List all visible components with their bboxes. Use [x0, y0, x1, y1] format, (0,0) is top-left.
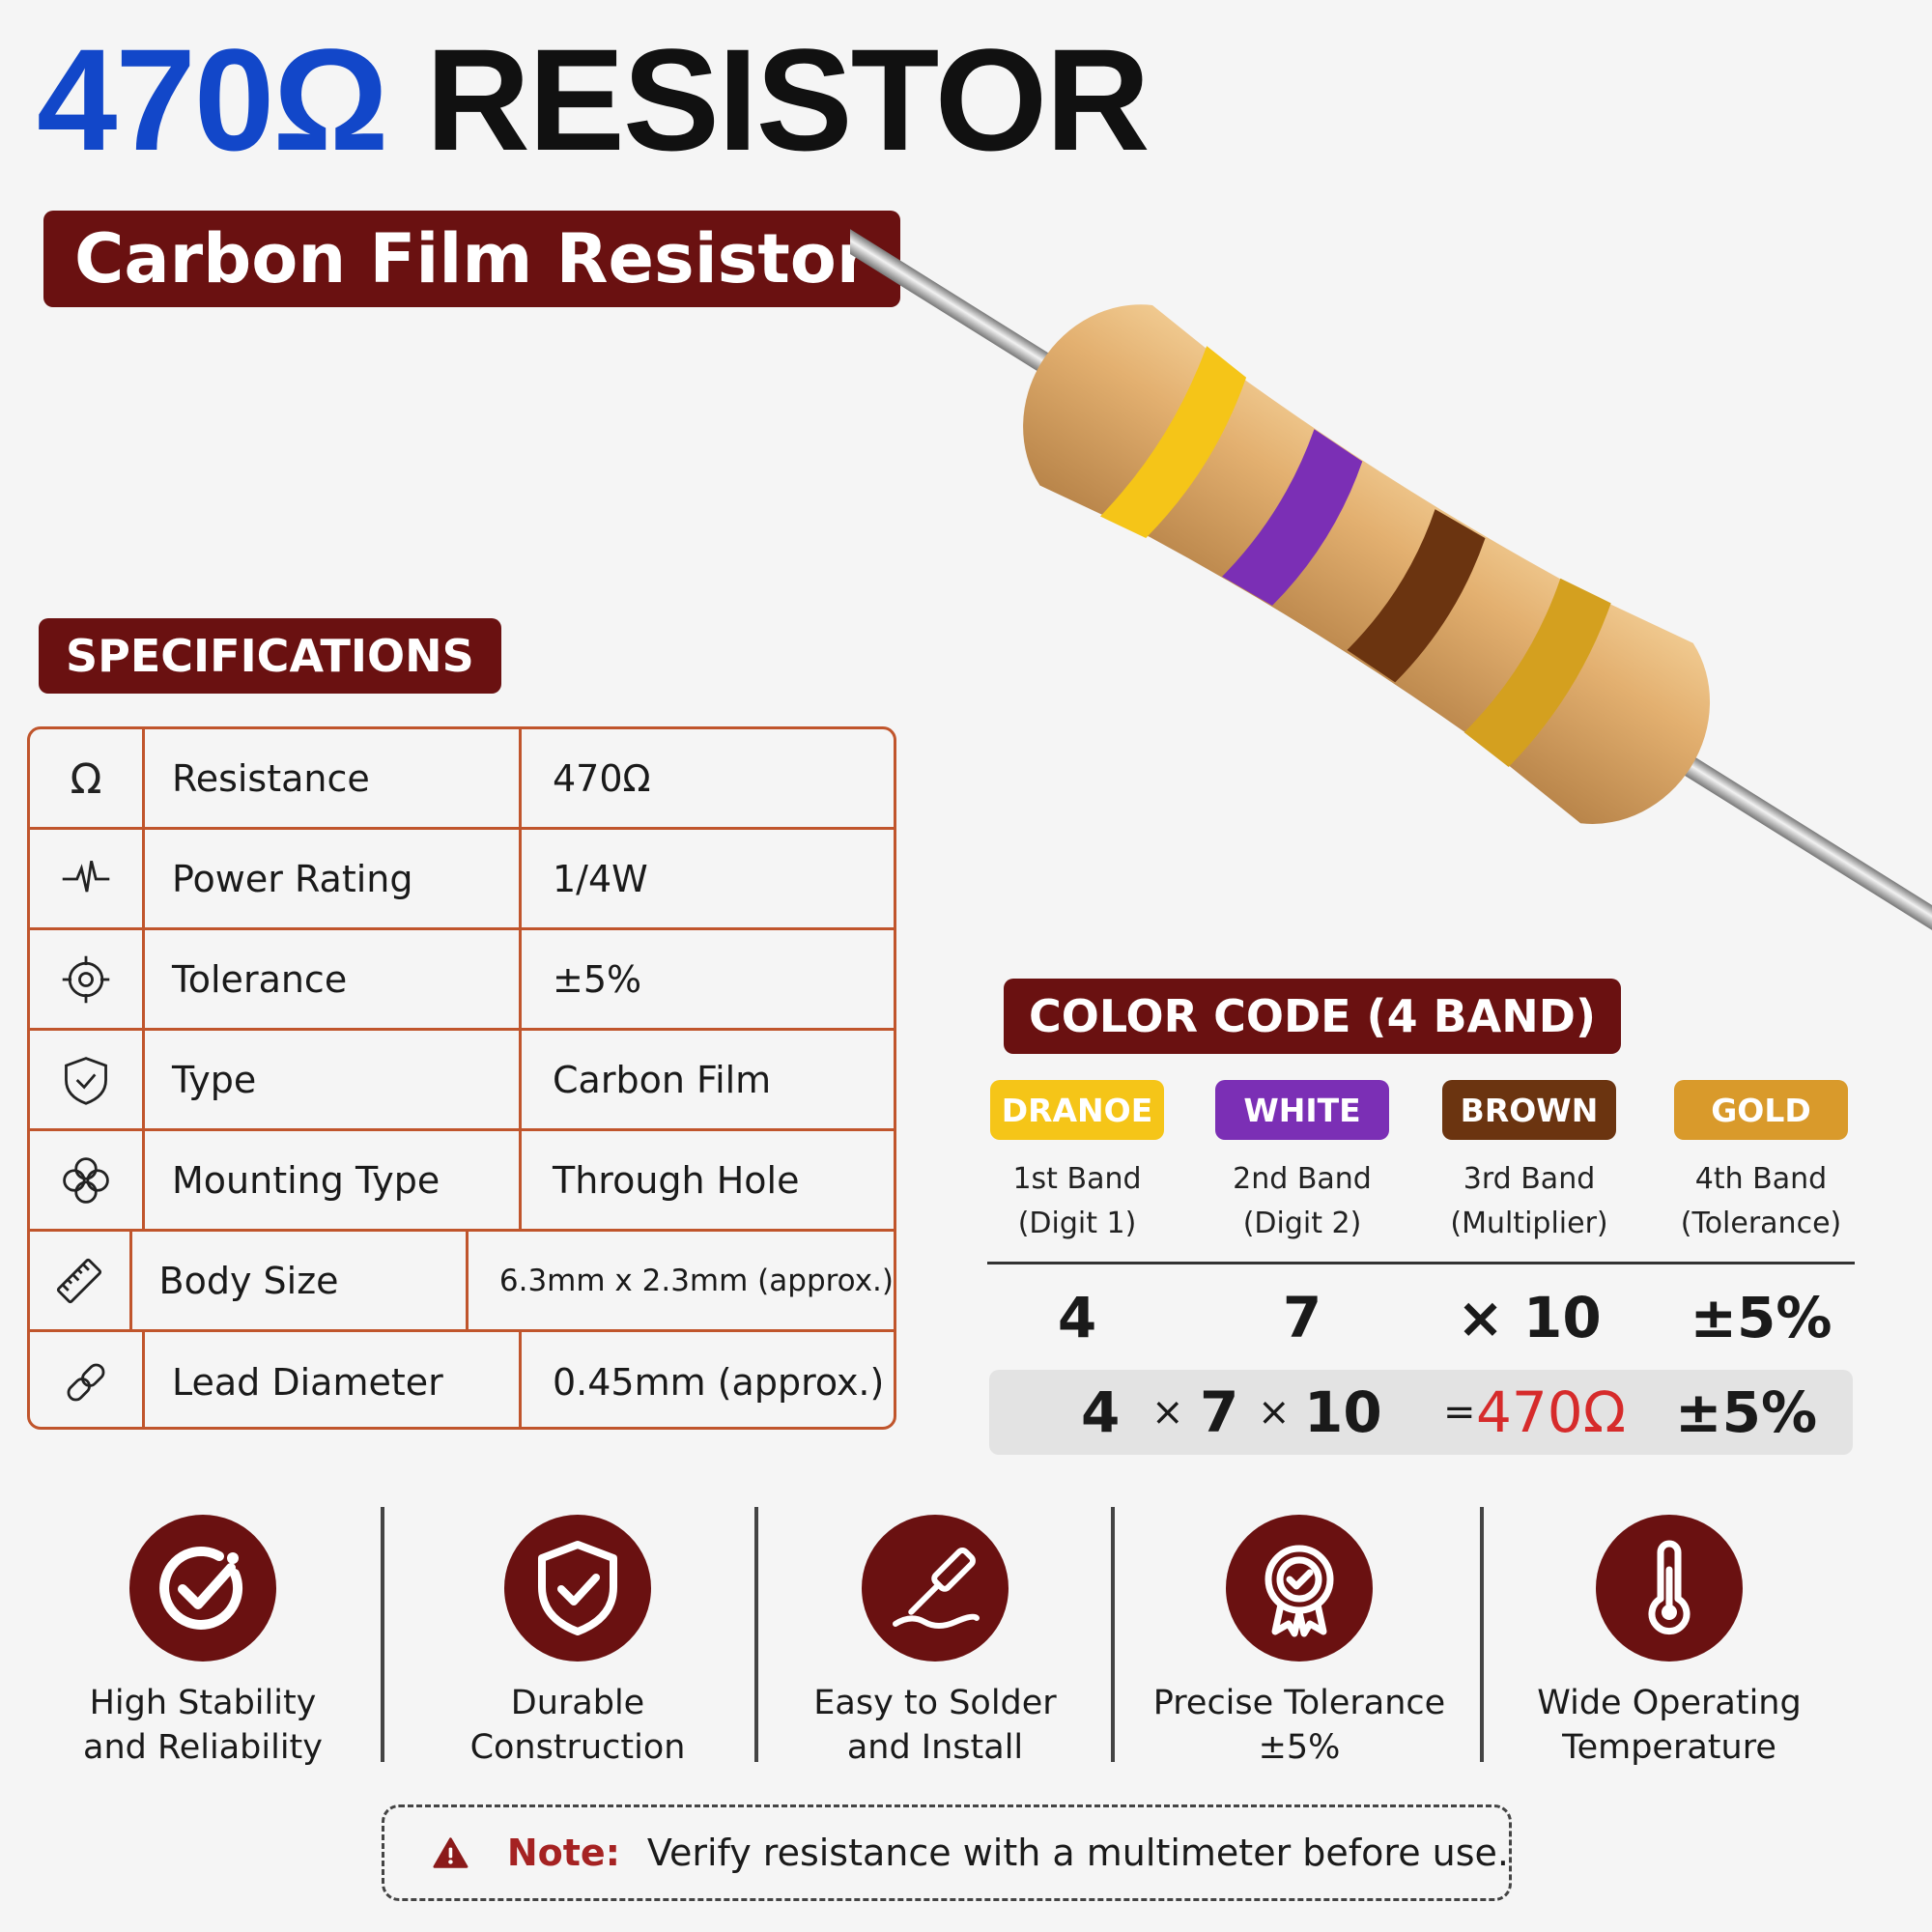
spec-label: Power Rating	[145, 830, 522, 927]
feature-line1: Easy to Solder	[813, 1684, 1057, 1722]
color-code-heading: COLOR CODE (4 BAND)	[1004, 979, 1621, 1054]
feature-high-stability: High Stability and Reliability	[43, 1515, 362, 1770]
spec-value: ±5%	[553, 957, 642, 1001]
band-chip: GOLD	[1674, 1080, 1848, 1140]
spec-row-lead-diameter: Lead Diameter 0.45mm (approx.)	[30, 1332, 894, 1427]
resistor-illustration	[850, 206, 1932, 953]
band-chip: WHITE	[1215, 1080, 1389, 1140]
rosette-check-icon	[1226, 1515, 1373, 1662]
spec-row-mounting-type: Mounting Type Through Hole	[30, 1131, 894, 1232]
calc-operator: ×	[1258, 1390, 1291, 1435]
calc-digit-1: 4	[1081, 1379, 1121, 1445]
note-label: Note:	[506, 1832, 620, 1874]
spec-label: Type	[145, 1031, 522, 1128]
band-column-3: BROWN 3rd Band (Multiplier)	[1433, 1080, 1626, 1246]
band-value: ±5%	[1690, 1285, 1833, 1350]
band-role: (Digit 1)	[1017, 1207, 1137, 1240]
band-column-1: DRANOE 1st Band (Digit 1)	[980, 1080, 1174, 1246]
feature-separator	[381, 1507, 384, 1762]
feature-line2: Construction	[469, 1728, 686, 1767]
thermometer-icon	[1596, 1515, 1743, 1662]
band-3	[1347, 509, 1486, 683]
spec-row-tolerance: Tolerance ±5%	[30, 930, 894, 1031]
band-1	[1099, 346, 1247, 538]
subtitle-badge: Carbon Film Resistor	[43, 211, 901, 307]
target-icon	[30, 930, 145, 1028]
calc-equals: =	[1443, 1390, 1476, 1435]
note-box: Note: Verify resistance with a multimete…	[382, 1804, 1512, 1901]
band-column-2: WHITE 2nd Band (Digit 2)	[1206, 1080, 1399, 1246]
shield-icon	[30, 1031, 145, 1128]
feature-line2: ±5%	[1258, 1728, 1341, 1767]
band-value: × 10	[1457, 1285, 1602, 1350]
spec-value: 470Ω	[553, 756, 651, 800]
spec-value: 1/4W	[553, 857, 648, 900]
feature-precise-tolerance: Precise Tolerance ±5%	[1140, 1515, 1459, 1770]
spec-label: Body Size	[132, 1232, 469, 1329]
spec-value: 6.3mm x 2.3mm (approx.)	[498, 1263, 894, 1298]
band-position: 1st Band	[1012, 1162, 1142, 1196]
band-2	[1222, 429, 1363, 606]
warning-icon	[433, 1837, 469, 1868]
feature-line1: Wide Operating	[1537, 1684, 1802, 1722]
spec-value: Through Hole	[553, 1158, 800, 1202]
spec-label: Mounting Type	[145, 1131, 522, 1229]
band-role: (Tolerance)	[1680, 1207, 1842, 1240]
note-text: Verify resistance with a multimeter befo…	[646, 1832, 1509, 1874]
title-word: RESISTOR	[425, 18, 1151, 181]
band-4	[1463, 578, 1611, 767]
band-role: (Multiplier)	[1450, 1207, 1608, 1240]
feature-separator	[1111, 1507, 1115, 1762]
ohm-icon: Ω	[30, 729, 145, 827]
spec-row-resistance: Ω Resistance 470Ω	[30, 729, 894, 830]
feature-line1: Durable	[510, 1684, 645, 1722]
spec-row-type: Type Carbon Film	[30, 1031, 894, 1131]
band-chip: BROWN	[1442, 1080, 1616, 1140]
calc-multiplier: 10	[1304, 1379, 1382, 1445]
feature-easy-solder: Easy to Solder and Install	[776, 1515, 1094, 1770]
spec-row-body-size: Body Size 6.3mm x 2.3mm (approx.)	[30, 1232, 894, 1332]
soldering-iron-icon	[862, 1515, 1009, 1662]
feature-line2: and Install	[846, 1728, 1024, 1767]
feature-separator	[1480, 1507, 1484, 1762]
check-badge-icon	[129, 1515, 276, 1662]
band-chip: DRANOE	[990, 1080, 1164, 1140]
band-value: 4	[1057, 1285, 1097, 1350]
calculation-box: 4 × 7 × 10 = 470Ω ±5%	[989, 1370, 1853, 1455]
spec-label: Resistance	[145, 729, 522, 827]
spec-label: Tolerance	[145, 930, 522, 1028]
band-position: 4th Band	[1694, 1162, 1828, 1196]
clover-icon	[30, 1131, 145, 1229]
band-role: (Digit 2)	[1242, 1207, 1362, 1240]
spec-value: 0.45mm (approx.)	[553, 1361, 885, 1404]
band-column-4: GOLD 4th Band (Tolerance)	[1664, 1080, 1858, 1246]
color-code-divider	[987, 1262, 1855, 1264]
calc-result: 470Ω	[1476, 1379, 1627, 1445]
band-position: 2nd Band	[1233, 1162, 1372, 1196]
feature-line2: Temperature	[1562, 1728, 1776, 1767]
spec-value: Carbon Film	[553, 1058, 772, 1101]
svg-text:Ω: Ω	[71, 754, 102, 803]
ruler-icon	[30, 1232, 132, 1329]
band-position: 3rd Band	[1463, 1162, 1596, 1196]
shield-check-icon	[504, 1515, 651, 1662]
title-ohm: 470Ω	[37, 18, 389, 181]
specifications-heading: SPECIFICATIONS	[39, 618, 501, 694]
link-icon	[30, 1332, 145, 1427]
calc-operator: ×	[1151, 1390, 1184, 1435]
calc-tolerance: ±5%	[1675, 1379, 1818, 1445]
spec-row-power-rating: Power Rating 1/4W	[30, 830, 894, 930]
feature-line2: and Reliability	[83, 1728, 323, 1767]
feature-line1: High Stability	[89, 1684, 317, 1722]
pulse-icon	[30, 830, 145, 927]
specifications-table: Ω Resistance 470Ω Power Rating 1/4W Tole…	[27, 726, 896, 1430]
feature-line1: Precise Tolerance	[1152, 1684, 1446, 1722]
feature-separator	[754, 1507, 758, 1762]
calc-digit-2: 7	[1200, 1379, 1239, 1445]
band-value: 7	[1282, 1285, 1322, 1350]
spec-label: Lead Diameter	[145, 1332, 522, 1427]
